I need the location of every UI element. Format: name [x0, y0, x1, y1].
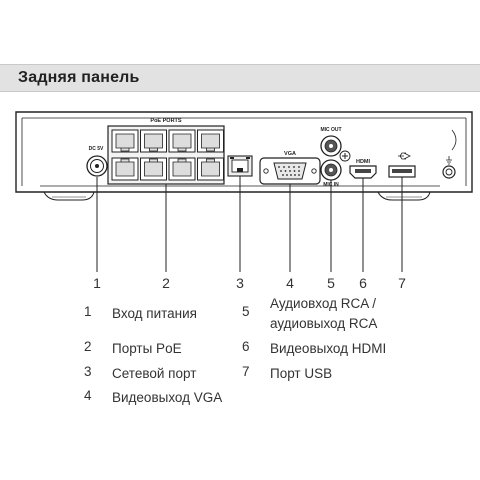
legend-label-line2: аудиовыход RCA: [270, 316, 378, 331]
rca-audio-ports: MIC OUT MIC IN: [320, 127, 351, 188]
callout-number-4: 4: [286, 275, 294, 291]
vga-pin: [298, 166, 300, 168]
poe-label: PoE PORTS: [150, 118, 182, 124]
legend-label: Видеовыход VGA: [112, 390, 223, 405]
dc-label: DC 5V: [89, 146, 104, 152]
power-input-port: DC 5V: [86, 146, 108, 177]
vga-pin: [284, 170, 287, 172]
legend-number: 1: [84, 304, 92, 319]
hdmi-port: HDMI: [349, 159, 377, 179]
vga-pin: [298, 174, 300, 176]
callout-number-3: 3: [236, 275, 244, 291]
poe-port: [168, 157, 196, 181]
network-port: [227, 155, 253, 177]
callout-number-7: 7: [398, 275, 406, 291]
poe-port: [111, 129, 139, 153]
vga-port: VGA: [259, 151, 321, 185]
legend-number: 4: [84, 388, 92, 403]
legend-label: Порты PoE: [112, 341, 182, 356]
legend-number: 3: [84, 364, 92, 379]
callout-number-1: 1: [93, 275, 101, 291]
poe-port: [140, 157, 167, 181]
legend-label: Вход питания: [112, 306, 197, 321]
hdmi-label: HDMI: [356, 159, 371, 165]
legend-number: 5: [242, 304, 250, 319]
legend-number: 6: [242, 339, 250, 354]
vga-pin: [286, 174, 288, 176]
vga-pin: [290, 174, 292, 176]
poe-port: [197, 129, 224, 153]
vga-pin: [293, 170, 296, 172]
callout-number-2: 2: [162, 275, 170, 291]
vga-label: VGA: [284, 151, 296, 157]
vga-pin: [288, 166, 290, 168]
legend-label-line1: Аудиовход RCA /: [270, 296, 376, 311]
vga-pin: [294, 174, 296, 176]
callout-lines: [96, 176, 403, 272]
vga-pin: [289, 170, 291, 172]
poe-port: [168, 129, 196, 153]
vga-pin: [283, 166, 285, 168]
mic-out-label: MIC OUT: [320, 127, 341, 133]
legend-label: Сетевой порт: [112, 366, 197, 381]
vga-pin: [282, 174, 284, 176]
callout-numbers: 1 2 3 4 5 6 7: [93, 275, 406, 291]
vga-pin: [293, 166, 295, 168]
callout-number-6: 6: [359, 275, 367, 291]
section-header-bar: Задняя панель: [0, 64, 480, 92]
legend-number: 7: [242, 364, 250, 379]
usb-icon: [398, 152, 411, 160]
usb-port: [388, 152, 416, 178]
vga-pin: [278, 166, 280, 168]
ground-screw: [442, 156, 456, 179]
section-title: Задняя панель: [18, 69, 140, 86]
legend-label: Порт USB: [270, 366, 333, 381]
poe-port: [111, 157, 139, 181]
vga-pin: [298, 170, 300, 172]
legend-number: 2: [84, 339, 92, 354]
legend-label: Видеовыход HDMI: [270, 341, 387, 356]
poe-ports-block: PoE PORTS: [107, 118, 225, 185]
vga-pin: [280, 170, 282, 172]
callout-number-5: 5: [327, 275, 335, 291]
poe-port: [140, 129, 167, 153]
poe-port: [197, 157, 224, 181]
